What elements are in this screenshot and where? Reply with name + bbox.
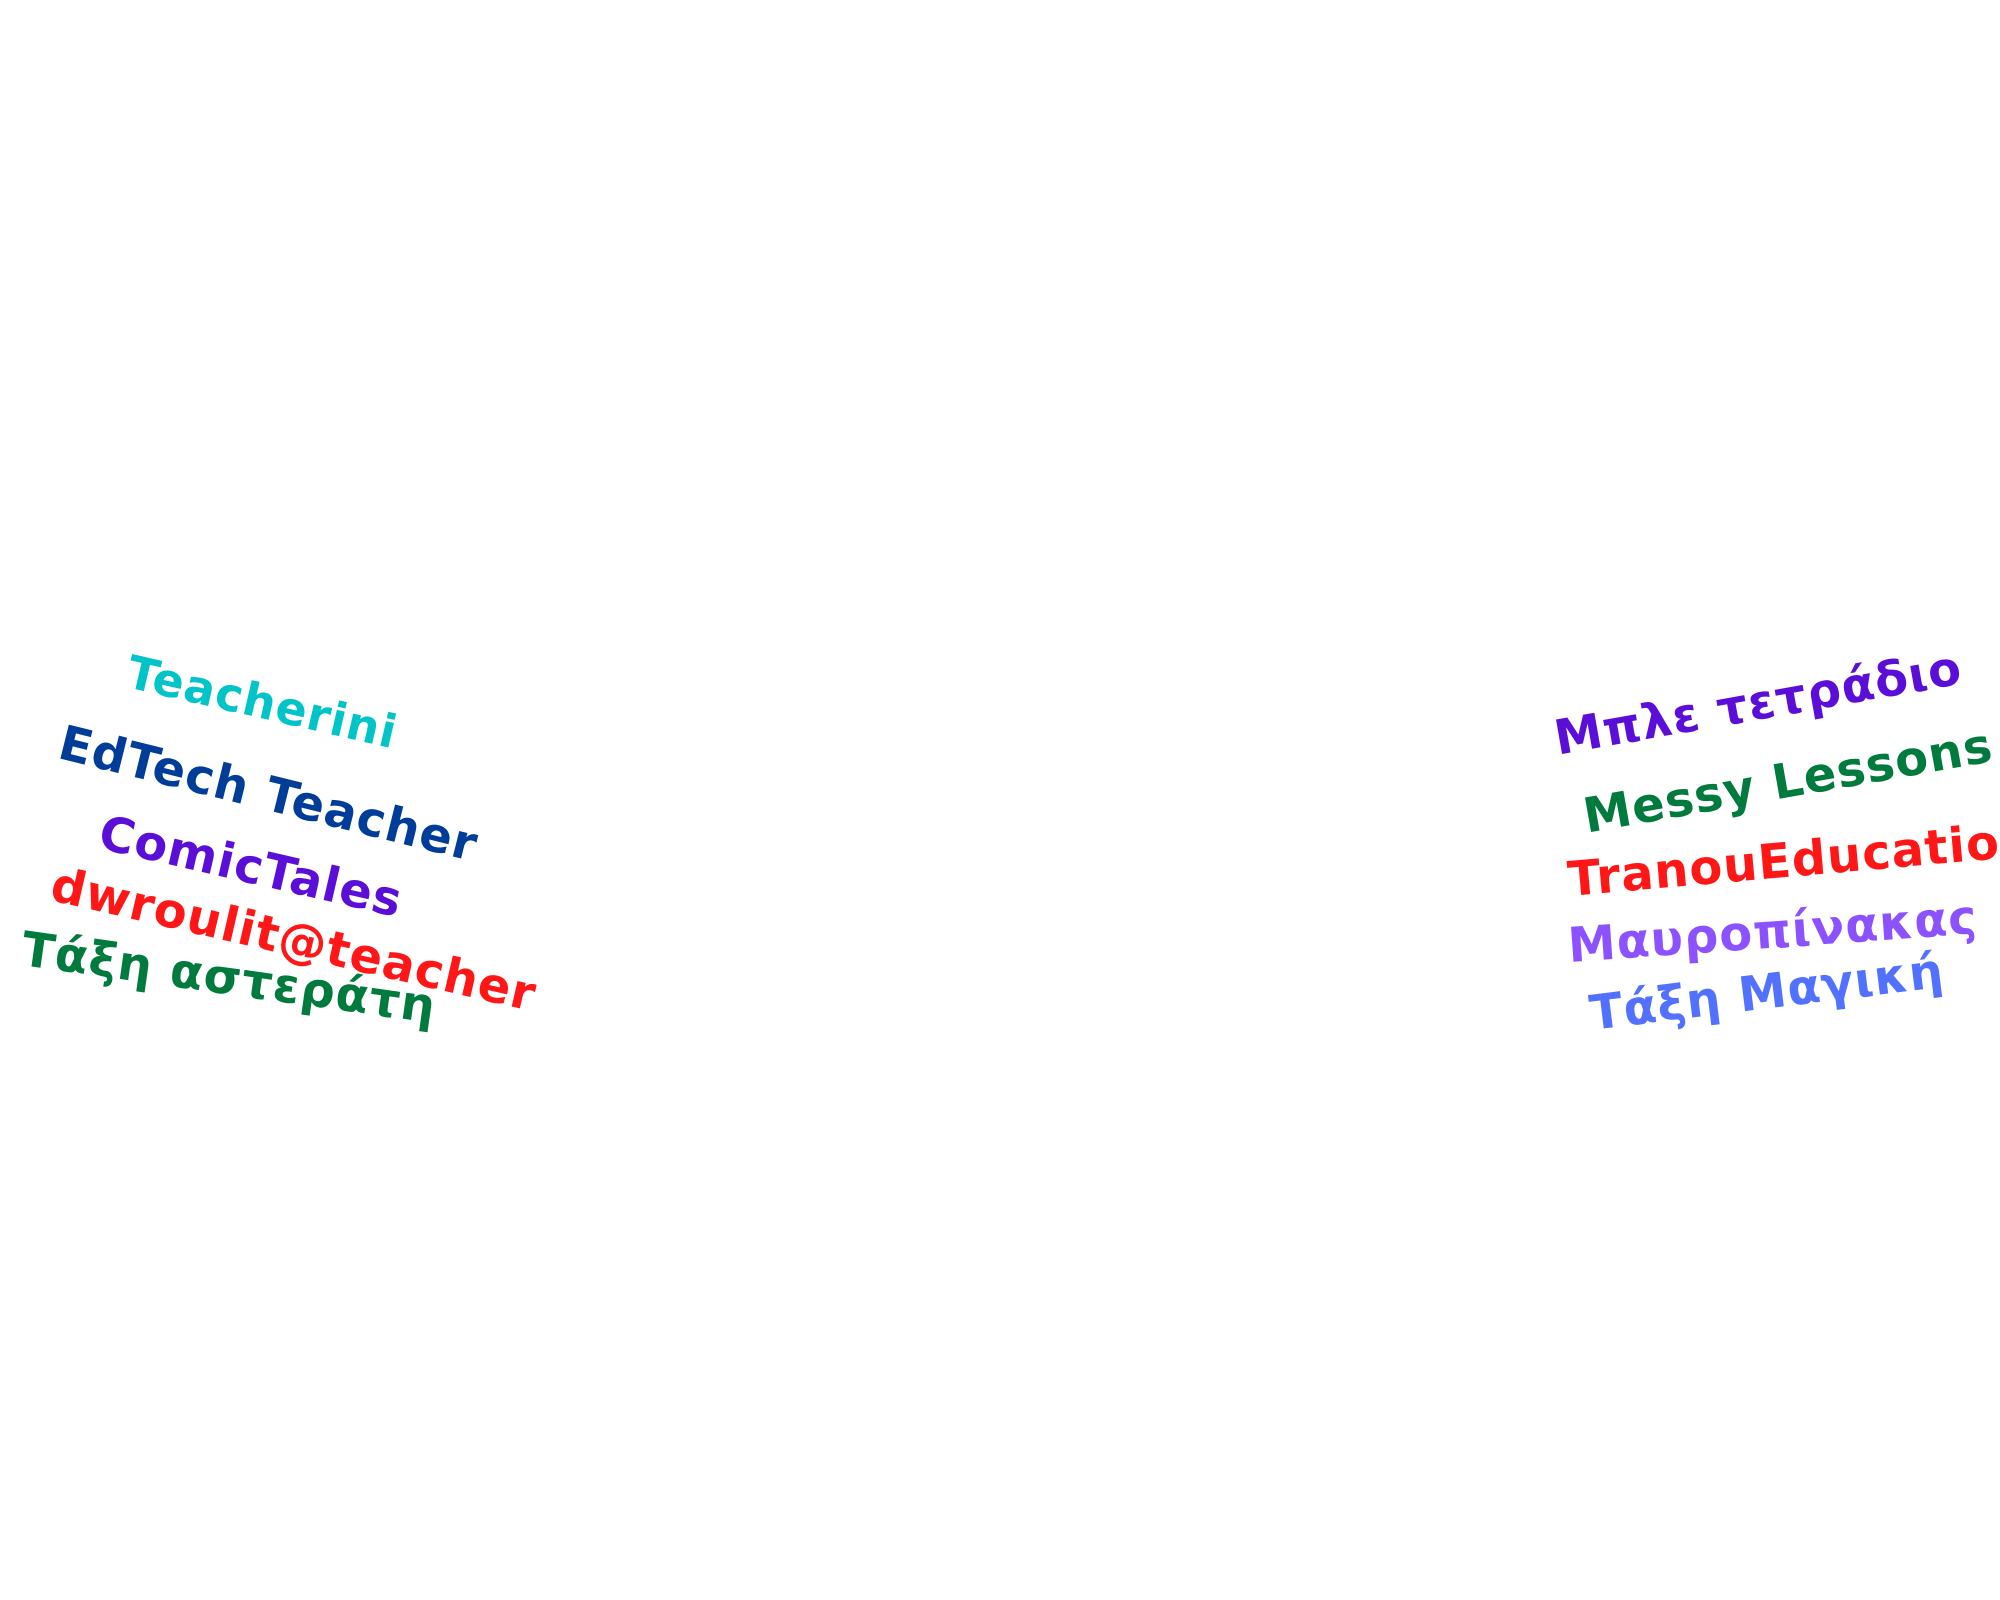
canvas: Teacherini EdTech Teacher ComicTales dwr… <box>18 639 2000 1042</box>
